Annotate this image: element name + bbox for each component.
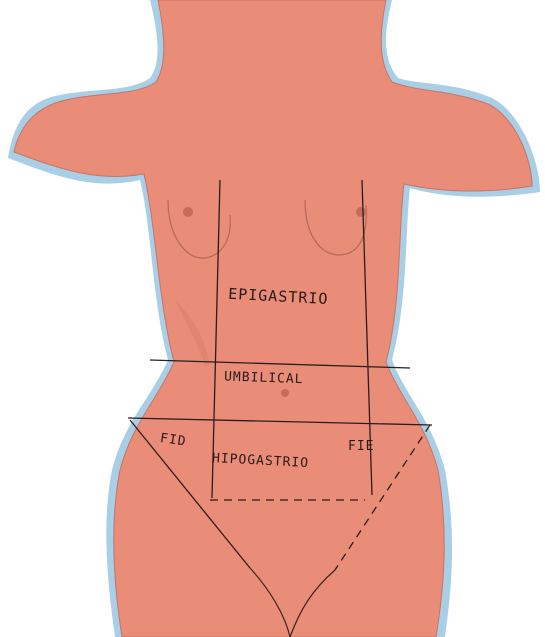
navel xyxy=(281,389,289,397)
right-nipple xyxy=(356,207,366,217)
body-silhouette xyxy=(14,0,532,637)
left-nipple xyxy=(183,207,193,217)
label-fie: FIE xyxy=(348,439,374,454)
label-umbilical: UMBILICAL xyxy=(224,369,304,387)
